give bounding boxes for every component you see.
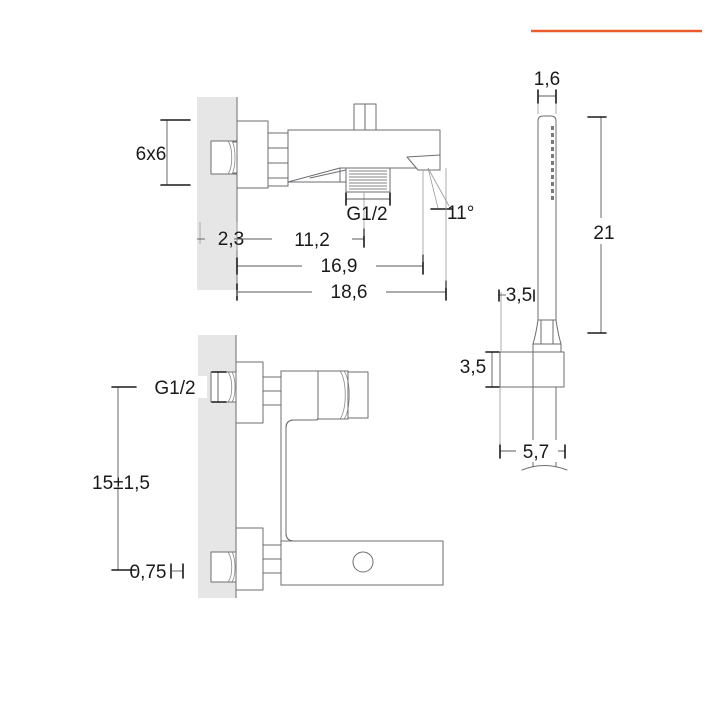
dim-label-11-deg: 11° bbox=[447, 203, 474, 224]
dim-3-5-bracket: 3,5 bbox=[460, 351, 500, 388]
cartridge-cap-side bbox=[353, 103, 377, 131]
wall-bracket-block bbox=[499, 351, 565, 388]
wall-section-side bbox=[197, 97, 238, 290]
inlet-connector-side bbox=[267, 132, 289, 187]
dim-3-5-neck: 3,5 bbox=[498, 285, 535, 352]
side-elevation-view: 6x6 2,3 11,2 16,9 bbox=[136, 97, 474, 303]
thread-lines bbox=[349, 170, 387, 190]
dim-label-11-2: 11,2 bbox=[294, 230, 330, 251]
dim-label-3-5-bracket: 3,5 bbox=[460, 357, 486, 378]
angle-leader-lines bbox=[427, 167, 453, 210]
dim-label-6x6: 6x6 bbox=[136, 144, 167, 165]
dim-1-6: 1,6 bbox=[534, 69, 560, 114]
control-handle-front bbox=[317, 370, 369, 420]
dim-label-g12-outlet: G1/2 bbox=[346, 204, 387, 225]
dim-0-75: 0,75 bbox=[130, 562, 184, 583]
dim-label-3-5-neck: 3,5 bbox=[506, 285, 532, 306]
dim-label-1-6: 1,6 bbox=[534, 69, 560, 90]
dim-label-0-75: 0,75 bbox=[130, 562, 167, 583]
outlet-hole-front bbox=[352, 551, 374, 573]
spray-perforations bbox=[551, 126, 554, 200]
dim-label-16-9: 16,9 bbox=[321, 256, 358, 277]
dim-16-9: 16,9 bbox=[236, 170, 424, 277]
dim-11-2: 11,2 bbox=[237, 192, 365, 251]
handset-and-bracket-view: 1,6 21 3,5 3,5 bbox=[460, 69, 617, 471]
front-elevation-view: G1/2 15±1,5 0,75 bbox=[92, 335, 444, 598]
dim-15-pm-1-5: 15±1,5 bbox=[92, 386, 150, 571]
dim-label-18-6: 18,6 bbox=[331, 282, 368, 303]
dim-g12-outlet: G1/2 bbox=[345, 192, 391, 225]
dim-label-2-3: 2,3 bbox=[218, 229, 244, 250]
wall-connector-side bbox=[210, 120, 269, 189]
dim-21: 21 bbox=[587, 116, 617, 334]
dim-label-5-7: 5,7 bbox=[523, 442, 549, 463]
dim-label-g12-inlet: G1/2 bbox=[154, 378, 195, 399]
dim-g12-inlet: G1/2 bbox=[145, 371, 227, 403]
dim-label-15-pm-1-5: 15±1,5 bbox=[92, 473, 150, 494]
dim-label-21: 21 bbox=[593, 223, 614, 244]
dim-6x6: 6x6 bbox=[136, 119, 191, 186]
upper-inlet-assembly bbox=[210, 361, 282, 424]
spout-arm-front bbox=[280, 540, 444, 586]
handset-wand bbox=[532, 115, 562, 345]
handset-collar bbox=[532, 343, 562, 353]
dim-18-6: 18,6 bbox=[236, 168, 447, 303]
lower-inlet-assembly bbox=[210, 527, 282, 591]
dim-5-7: 5,7 bbox=[499, 387, 566, 463]
